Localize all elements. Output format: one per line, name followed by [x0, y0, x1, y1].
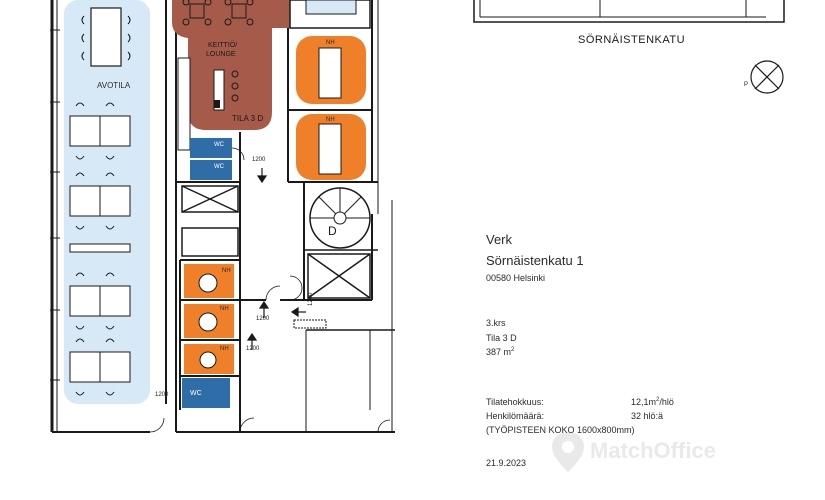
kitchen-tables	[182, 0, 254, 111]
label-avotila: AVOTILA	[97, 81, 131, 90]
floor-number: 3.krs	[486, 318, 506, 328]
company-name: Verk	[486, 232, 513, 247]
entrance-mat	[293, 319, 327, 329]
label-nh-2: NH	[326, 117, 335, 123]
persons-value: 32 hlö:ä	[631, 411, 664, 421]
wc-block-2	[190, 160, 232, 180]
desk-clusters	[69, 102, 131, 396]
meeting-room-2-table	[318, 123, 342, 175]
watermark-pin-icon	[552, 432, 584, 472]
area: 387 m2	[486, 347, 515, 357]
persons-label: Henkilömäärä:	[486, 411, 545, 421]
spiral-stair	[309, 187, 371, 249]
north-label: P	[744, 82, 749, 88]
label-keittio: KEITTIÖ/	[208, 42, 238, 49]
label-nh-1: NH	[326, 40, 335, 46]
label-wc-2: WC	[214, 164, 224, 170]
address: Sörnäistenkatu 1	[486, 253, 584, 268]
kitchen-appliance	[214, 100, 220, 108]
entrance-arrows	[246, 168, 306, 350]
label-nh-4: NH	[220, 306, 229, 312]
open-space-table	[81, 7, 131, 67]
street-name: SÖRNÄISTENKATU	[578, 34, 686, 46]
kitchen-lounge-area	[172, 0, 290, 130]
date: 21.9.2023	[486, 458, 527, 468]
kitchen-counter	[177, 57, 191, 151]
dimension-1200-c: 1200	[246, 346, 260, 352]
watermark: MatchOffice	[548, 430, 728, 474]
efficiency-label: Tilatehokkuus:	[486, 397, 544, 407]
door-swings	[149, 147, 391, 433]
label-lounge: LOUNGE	[206, 51, 236, 58]
top-meeting-table	[305, 0, 357, 15]
street-building-outline	[473, 0, 785, 23]
inner-walls	[165, 0, 395, 433]
label-wc-1: WC	[214, 142, 224, 148]
north-arrow-icon	[750, 60, 784, 94]
label-nh-3: NH	[222, 268, 231, 274]
small-room-walls	[179, 259, 240, 410]
label-tila: TILA 3 D	[232, 114, 264, 123]
west-wall	[50, 0, 150, 433]
efficiency-value: 12,1m2/hlö	[631, 397, 674, 407]
wc-block-1	[190, 138, 232, 158]
postal-code: 00580 Helsinki	[486, 273, 546, 283]
space-id: Tila 3 D	[486, 333, 517, 343]
window-ticks	[50, 29, 60, 381]
desk-size-note: (TYÖPISTEEN KOKO 1600x800mm)	[486, 425, 635, 435]
dimension-1200-e: 1200	[308, 292, 314, 306]
dimension-1200-b: 1200	[256, 316, 270, 322]
lift-shafts	[181, 185, 371, 299]
dimension-1200-d: 1200	[155, 392, 169, 398]
label-stair-d: D	[328, 224, 337, 238]
wc-block-3	[182, 378, 230, 408]
dimension-1200-a: 1200	[252, 157, 266, 163]
meeting-room-1-table	[318, 47, 342, 99]
label-nh-5: NH	[220, 346, 229, 352]
watermark-text: MatchOffice	[590, 438, 716, 463]
small-meeting-tables	[198, 273, 218, 369]
label-wc-3: WC	[190, 390, 202, 397]
